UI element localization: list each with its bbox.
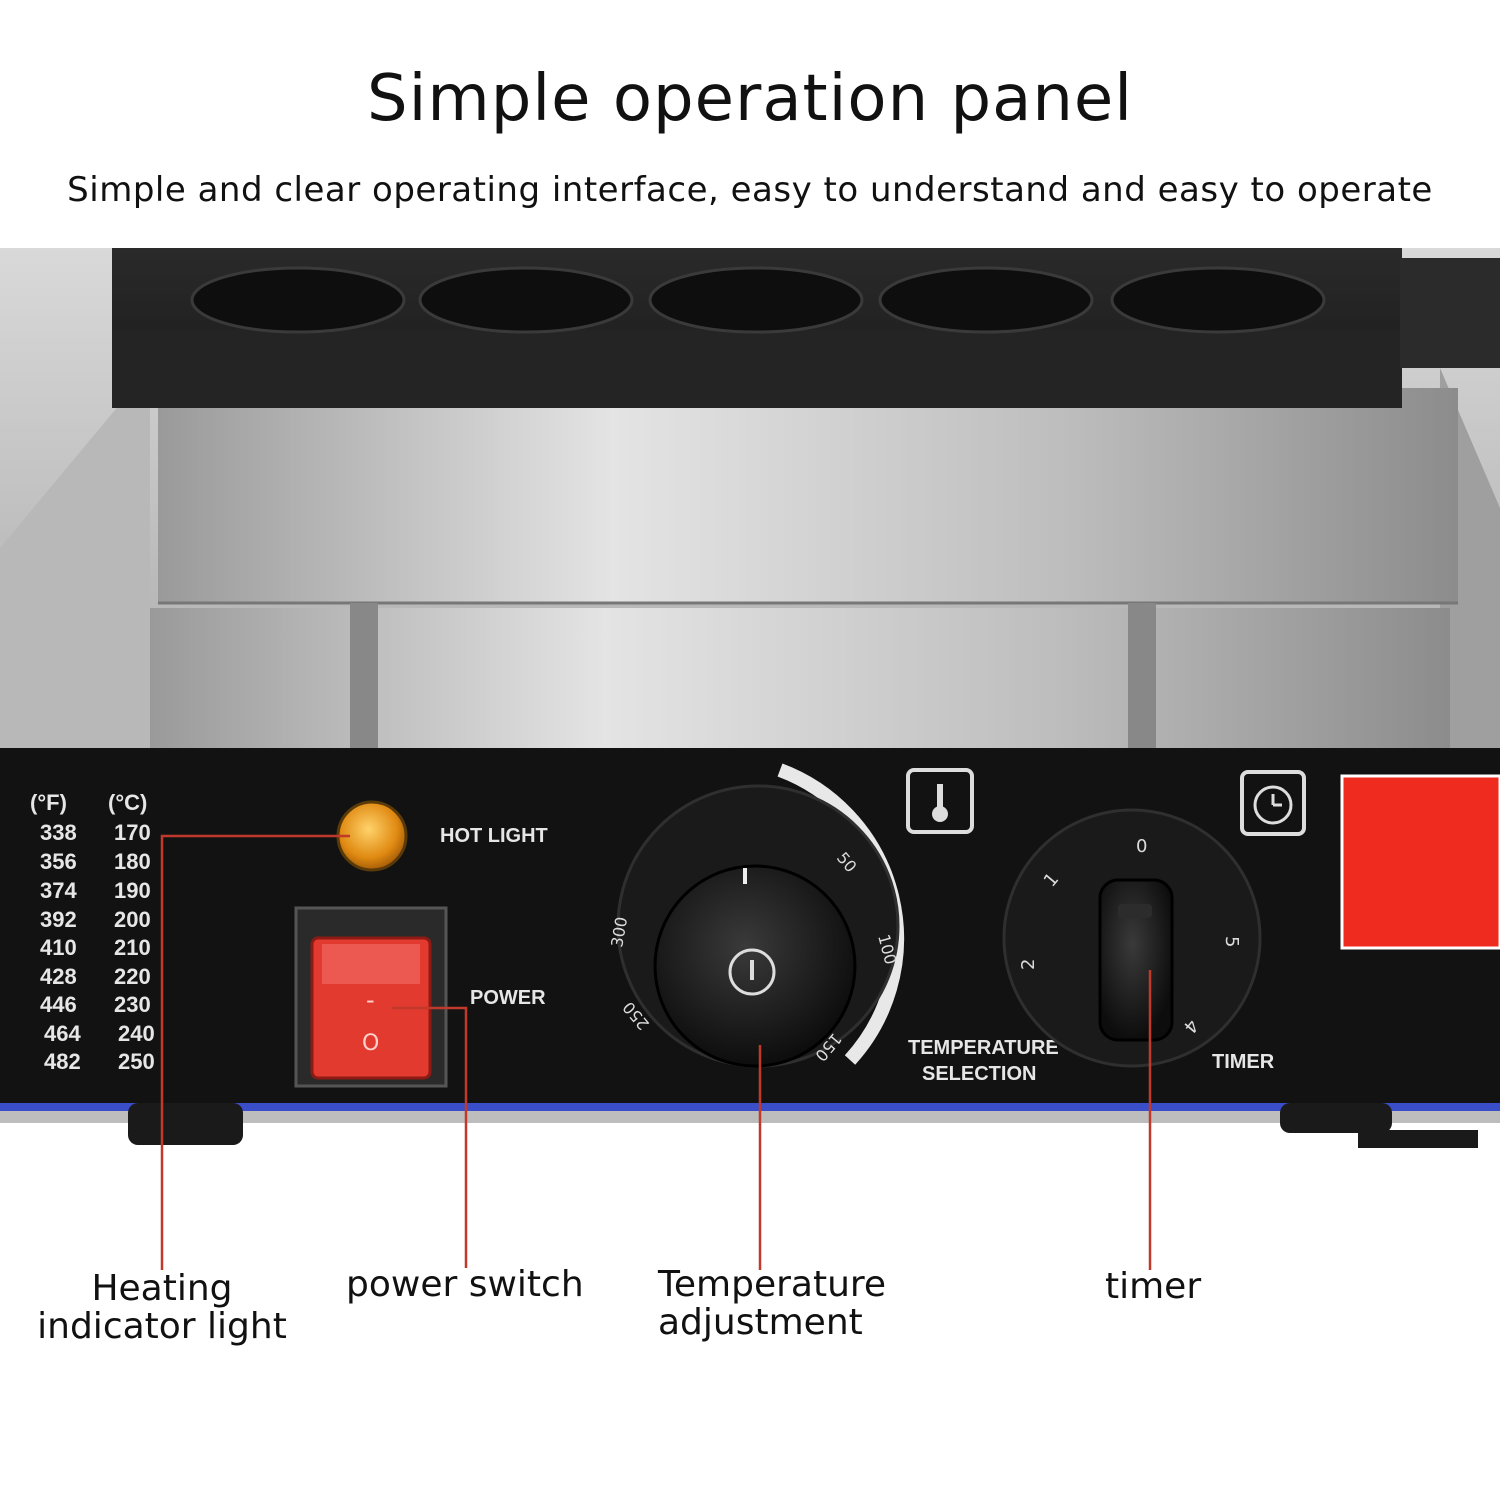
callout-temperature-adjustment: Temperature adjustment bbox=[658, 1266, 886, 1342]
page-subtitle: Simple and clear operating interface, ea… bbox=[67, 170, 1433, 210]
table-header-c: (°C) bbox=[108, 790, 147, 815]
timer-label: TIMER bbox=[1212, 1051, 1275, 1073]
table-f-8: 482 bbox=[44, 1049, 81, 1074]
power-label: POWER bbox=[470, 987, 546, 1009]
switch-off-mark: O bbox=[362, 1031, 379, 1056]
temperature-selection-label-1: TEMPERATURE bbox=[908, 1037, 1059, 1059]
upper-housing bbox=[158, 388, 1458, 603]
table-f-3: 392 bbox=[40, 907, 77, 932]
callout-line-heating bbox=[160, 834, 350, 1270]
timer-dial-tick-0: 0 bbox=[1136, 836, 1147, 857]
callout-timer: timer bbox=[1105, 1266, 1202, 1307]
alarm-clock-icon bbox=[1253, 785, 1293, 825]
timer-dial-tick-4: 5 bbox=[1221, 936, 1242, 947]
callout-line-power bbox=[392, 1006, 468, 1268]
table-header-f: (°F) bbox=[30, 790, 67, 815]
callout-power-switch: power switch bbox=[346, 1264, 584, 1305]
timer-dial-tick-2: 2 bbox=[1018, 959, 1039, 970]
switch-on-mark: - bbox=[366, 986, 375, 1014]
table-c-7: 240 bbox=[118, 1021, 155, 1046]
callout-temperature-line2: adjustment bbox=[658, 1302, 863, 1343]
table-f-0: 338 bbox=[40, 820, 77, 845]
table-c-1: 180 bbox=[114, 849, 151, 874]
page-title: Simple operation panel bbox=[366, 62, 1134, 136]
red-display bbox=[1340, 774, 1500, 950]
foot-left bbox=[128, 1103, 243, 1145]
table-c-0: 170 bbox=[114, 820, 151, 845]
appliance-side-left bbox=[0, 368, 150, 768]
table-c-3: 200 bbox=[114, 907, 151, 932]
table-f-7: 464 bbox=[44, 1021, 81, 1046]
support-post-right bbox=[1128, 603, 1156, 748]
table-c-6: 230 bbox=[114, 992, 151, 1017]
timer-icon-box bbox=[1240, 770, 1306, 836]
thermometer-icon bbox=[728, 948, 776, 996]
table-f-2: 374 bbox=[40, 878, 77, 903]
support-post-left bbox=[350, 603, 378, 748]
table-f-6: 446 bbox=[40, 992, 77, 1017]
table-c-2: 190 bbox=[114, 878, 151, 903]
table-f-5: 428 bbox=[40, 964, 77, 989]
temperature-knob[interactable] bbox=[653, 864, 857, 1068]
callout-heating-line1: Heating bbox=[91, 1268, 233, 1309]
temperature-selection-label-2: SELECTION bbox=[922, 1063, 1036, 1085]
table-c-5: 220 bbox=[114, 964, 151, 989]
callout-temperature-line1: Temperature bbox=[658, 1264, 887, 1305]
table-f-4: 410 bbox=[40, 935, 77, 960]
baking-cavities bbox=[190, 266, 1326, 334]
hot-light-label: HOT LIGHT bbox=[440, 825, 548, 847]
temperature-table: (°F) (°C) 338 356 374 392 410 428 446 46… bbox=[30, 790, 155, 1074]
table-c-8: 250 bbox=[118, 1049, 155, 1074]
product-photo: (°F) (°C) 338 356 374 392 410 428 446 46… bbox=[0, 248, 1500, 1148]
callout-heating-line2: indicator light bbox=[37, 1306, 287, 1347]
table-c-4: 210 bbox=[114, 935, 151, 960]
table-f-1: 356 bbox=[40, 849, 77, 874]
foot-right bbox=[1280, 1103, 1392, 1133]
temperature-icon-box bbox=[906, 768, 974, 834]
callout-heating-indicator: Heating indicator light bbox=[22, 1270, 302, 1346]
timer-knob[interactable] bbox=[1098, 878, 1174, 1042]
